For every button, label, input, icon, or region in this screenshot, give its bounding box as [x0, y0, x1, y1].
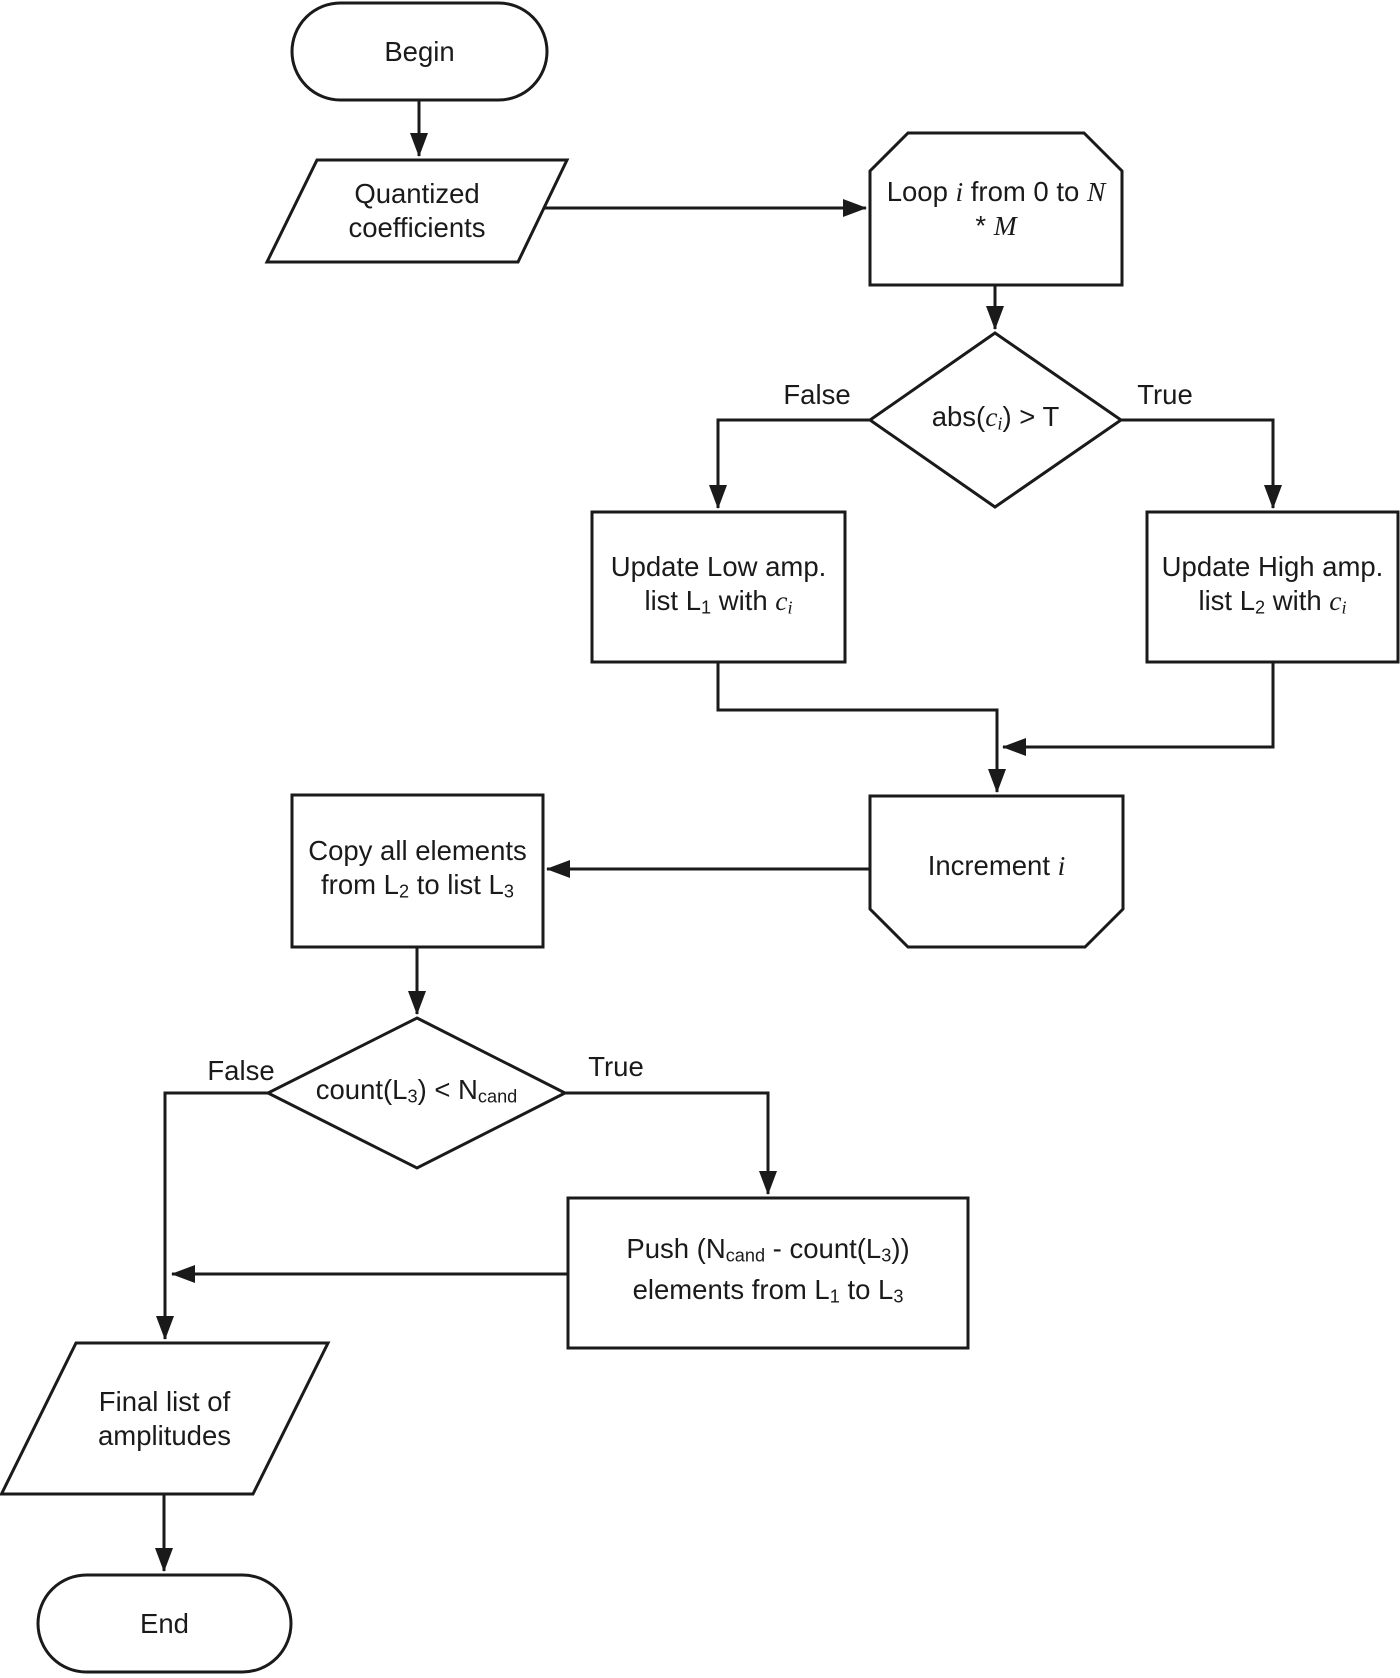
node-increment-loop-end: [868, 794, 1125, 949]
arrow-update-high-to-merge: [1002, 662, 1275, 756]
node-loop-limit: [868, 131, 1124, 287]
node-end-terminator: [36, 1573, 293, 1674]
node-final-parallelogram: [0, 1341, 331, 1496]
node-quantized-parallelogram: [264, 158, 570, 264]
node-decision-count-diamond: [264, 1016, 569, 1170]
arrow-decision-abs-true-to-update-high: [1121, 418, 1282, 509]
arrow-decision-count-false-to-final: [156, 1091, 268, 1340]
node-copy-process: [290, 793, 545, 949]
node-update-high-process: [1145, 510, 1400, 664]
arrow-update-low-to-increment: [716, 662, 1006, 793]
node-update-low-process: [590, 510, 847, 664]
node-push-process: [566, 1196, 970, 1350]
arrow-decision-abs-false-to-update-low: [709, 418, 870, 509]
node-begin-terminator: [290, 1, 549, 102]
arrow-decision-count-true-to-push: [565, 1091, 777, 1195]
node-decision-abs-diamond: [867, 331, 1124, 509]
